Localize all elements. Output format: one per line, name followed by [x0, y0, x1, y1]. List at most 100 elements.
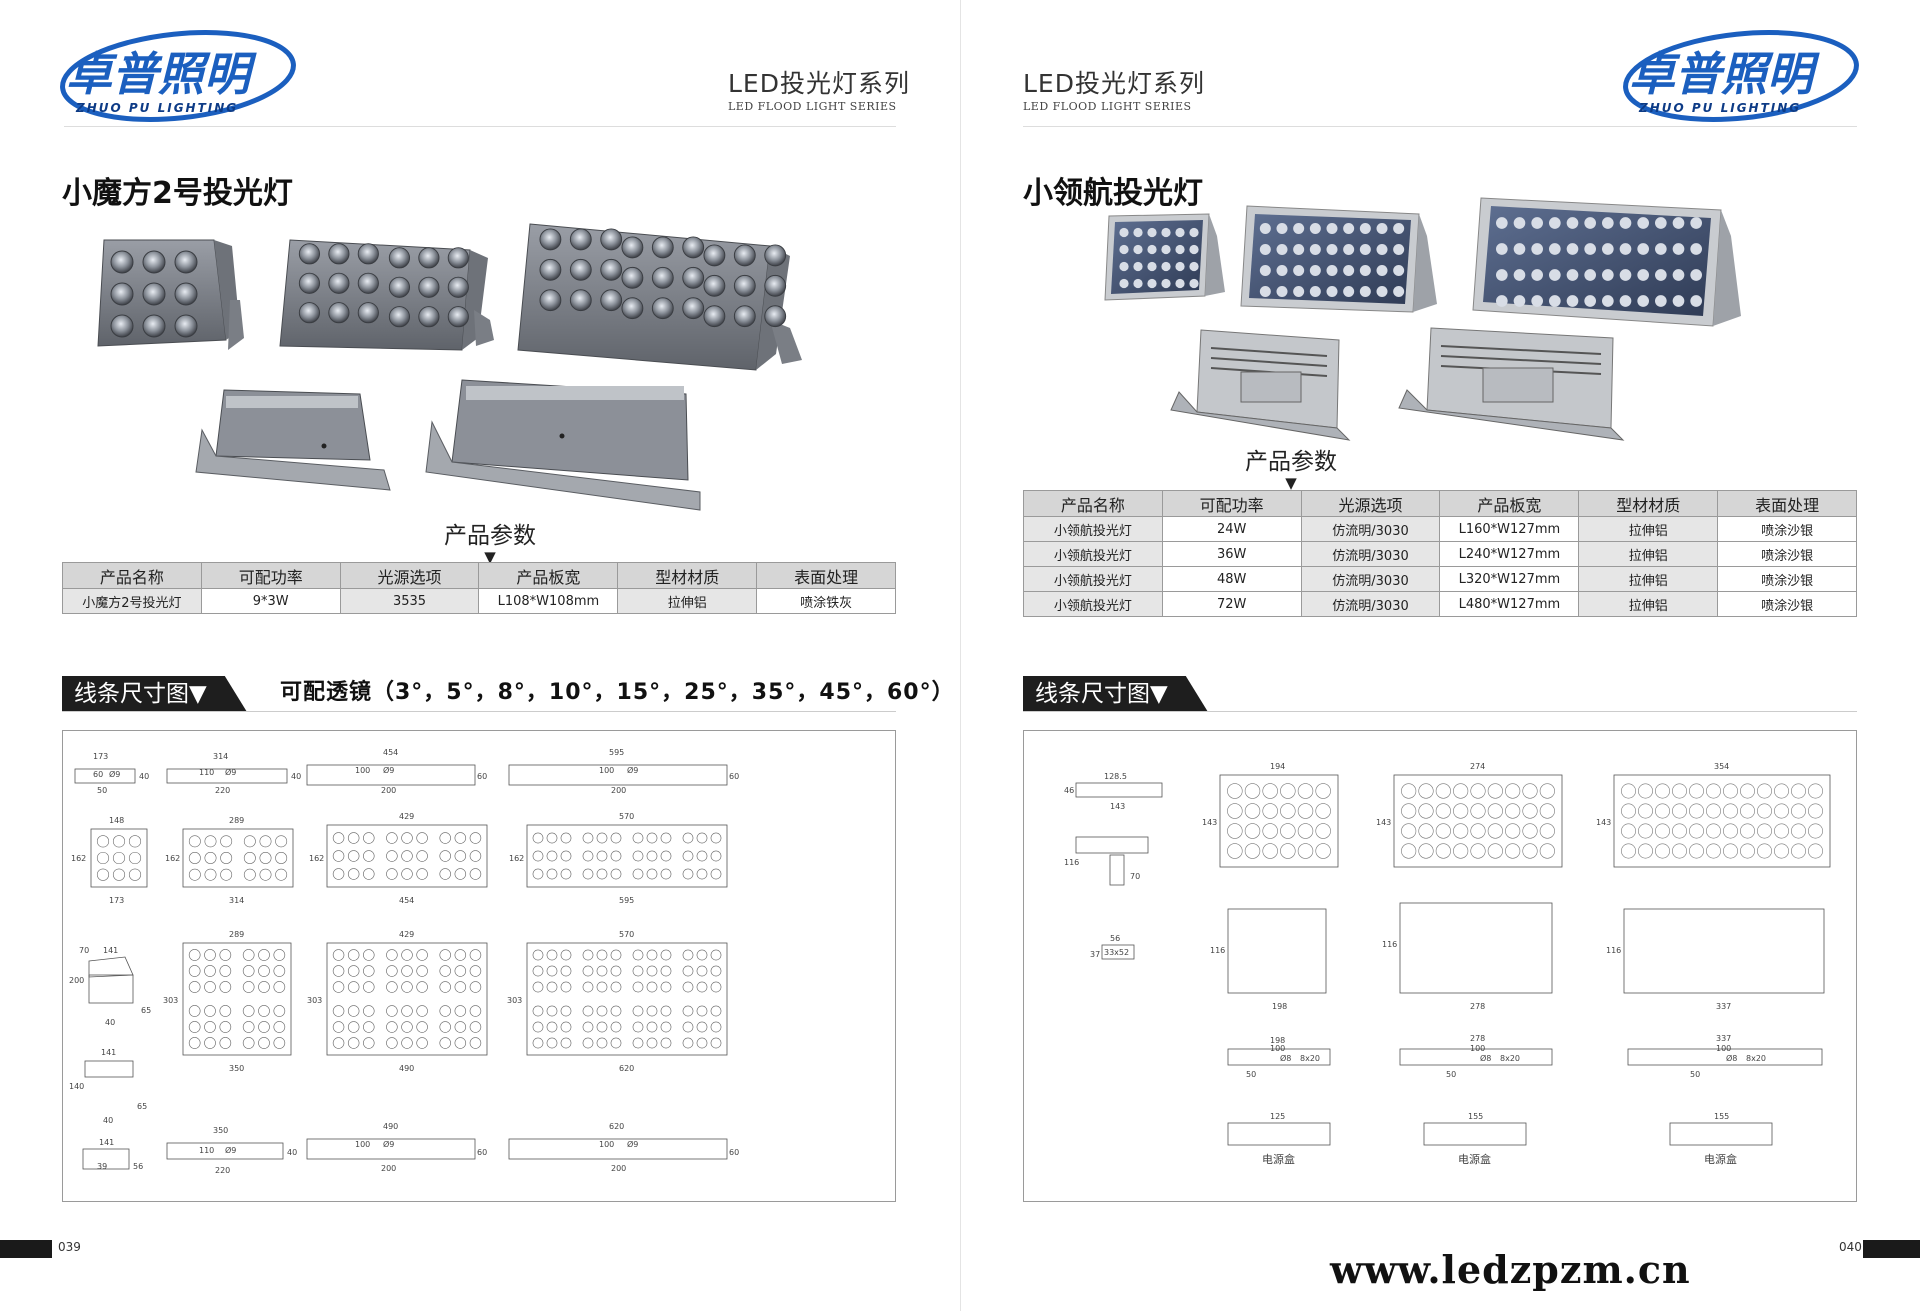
lens-circle: [96, 851, 110, 865]
page-number: 040: [1839, 1240, 1862, 1254]
lens-circle: [560, 1021, 572, 1033]
product-title: 小领航投光灯: [1023, 176, 1203, 211]
led-ring: [1244, 843, 1261, 859]
lens-circle: [112, 868, 126, 881]
lens-circle: [416, 832, 428, 844]
led-dot: [1175, 244, 1185, 255]
lens-circle: [696, 868, 708, 880]
brand-name-cn: 卓普照明: [66, 47, 257, 101]
table-cell: 36W: [1161, 541, 1302, 567]
lens-circle: [242, 981, 255, 993]
brand-name-en: ZHUO PU LIGHTING: [1638, 101, 1801, 115]
led-ring: [1453, 803, 1469, 819]
led-ring: [1672, 823, 1687, 839]
led-ring: [1774, 823, 1789, 839]
col-header: 表面处理: [756, 562, 896, 589]
dim-label: Ø9: [109, 769, 120, 779]
led-dot: [1672, 269, 1685, 281]
series-en: LED FLOOD LIGHT SERIES: [1023, 100, 1192, 113]
led-dot: [1393, 265, 1405, 276]
led-ring: [1774, 843, 1789, 859]
lens-circle: [710, 868, 722, 880]
psu-label: 电源盒: [1458, 1152, 1491, 1166]
led-ring: [1638, 823, 1653, 839]
lens-circle: [646, 832, 658, 844]
dim-label: 100: [355, 1140, 370, 1149]
lens-circle: [219, 1037, 232, 1049]
led-ring: [1723, 843, 1738, 859]
led-ring: [1315, 803, 1331, 819]
led-dot: [1133, 261, 1143, 272]
dim-label: 220: [215, 1166, 230, 1175]
dim-label: 56: [133, 1162, 143, 1171]
lens-circle: [439, 850, 451, 862]
right-page: LED投光灯系列 LED FLOOD LIGHT SERIES 卓普照明 ZHU…: [960, 0, 1920, 1311]
lens-circle: [582, 868, 594, 880]
led-ring: [1435, 843, 1451, 859]
photo-front-2: [1240, 205, 1437, 313]
lens-circle: [546, 1037, 558, 1049]
table-cell: 拉伸铝: [617, 588, 758, 614]
lens-circle: [275, 868, 288, 881]
lens-circle: [219, 949, 232, 961]
lens-circle: [128, 851, 142, 865]
down-arrow-icon: ▼: [484, 548, 496, 566]
lens-circle: [682, 868, 694, 880]
lens-circle: [696, 949, 708, 961]
params-label-text: 产品参数: [1245, 449, 1337, 475]
lens-circle: [682, 981, 694, 993]
lens-circle: [646, 965, 658, 977]
led-ring: [1505, 783, 1521, 799]
lens-circle: [188, 868, 201, 881]
lens-circle: [439, 832, 451, 844]
led-ring: [1435, 783, 1451, 799]
dim-label: 303: [507, 996, 522, 1005]
lens-circle: [582, 1021, 594, 1033]
dim-label: Ø8: [1480, 1053, 1491, 1063]
led-dot: [1690, 243, 1702, 255]
lens-circle: [469, 1021, 482, 1033]
lens-circle: [439, 949, 451, 961]
dim-label: 141: [103, 946, 118, 955]
lens-circle: [259, 852, 272, 864]
photo-back-1: [195, 389, 391, 491]
dim-label: 454: [383, 748, 398, 757]
led-ring: [1539, 783, 1555, 799]
lens-circle: [242, 1021, 255, 1033]
led-dot: [1276, 223, 1288, 234]
lens-circle: [273, 1021, 286, 1033]
table-cell: 拉伸铝: [1578, 591, 1719, 617]
led-ring: [1621, 783, 1636, 799]
dim-label: 200: [381, 1164, 396, 1173]
lens-circle: [532, 850, 544, 862]
led-dot: [1549, 269, 1561, 281]
lens-circle: [416, 1005, 428, 1017]
website-url[interactable]: www.ledzpzm.cn: [1330, 1247, 1691, 1292]
lens-circle: [632, 981, 644, 993]
led-ring: [1706, 803, 1721, 819]
col-header: 可配功率: [200, 562, 341, 589]
table-cell: 拉伸铝: [1578, 516, 1719, 542]
dim-label: 570: [619, 930, 634, 939]
lens-circle: [632, 1021, 644, 1033]
dim-label: 570: [619, 812, 634, 821]
led-dot: [1393, 223, 1405, 234]
lens-circle: [454, 965, 467, 977]
led-dot: [1293, 265, 1305, 276]
lens-circle: [660, 832, 672, 844]
lens-circle: [273, 1005, 286, 1017]
led-dot: [1309, 265, 1321, 276]
col-header: 光源选项: [1300, 490, 1441, 517]
led-ring: [1470, 783, 1486, 799]
dim-label: Ø9: [225, 1145, 236, 1155]
lens-circle: [347, 949, 360, 961]
brand-name-en: ZHUO PU LIGHTING: [75, 101, 238, 115]
dim-label: 454: [399, 896, 414, 905]
led-dot: [1602, 269, 1614, 281]
dim-label: 100: [1470, 1044, 1485, 1053]
lens-circle: [632, 832, 644, 844]
dim-label: 200: [611, 1164, 626, 1173]
section-title: 线条尺寸图▼: [62, 676, 247, 712]
led-ring: [1262, 843, 1278, 859]
led-ring: [1297, 823, 1314, 839]
